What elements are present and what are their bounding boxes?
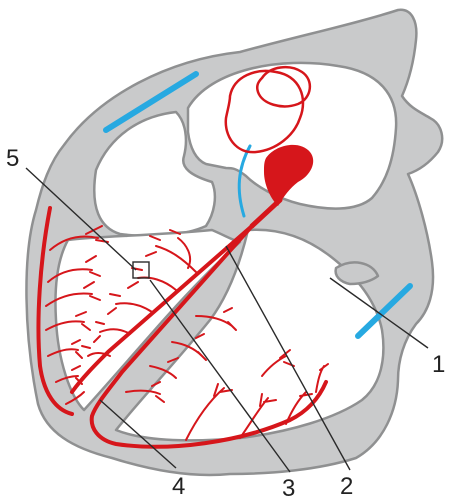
label-1: 1 (432, 351, 445, 378)
label-4: 4 (172, 473, 185, 500)
label-2: 2 (340, 473, 353, 500)
label-5: 5 (6, 145, 19, 172)
label-3: 3 (282, 475, 295, 502)
